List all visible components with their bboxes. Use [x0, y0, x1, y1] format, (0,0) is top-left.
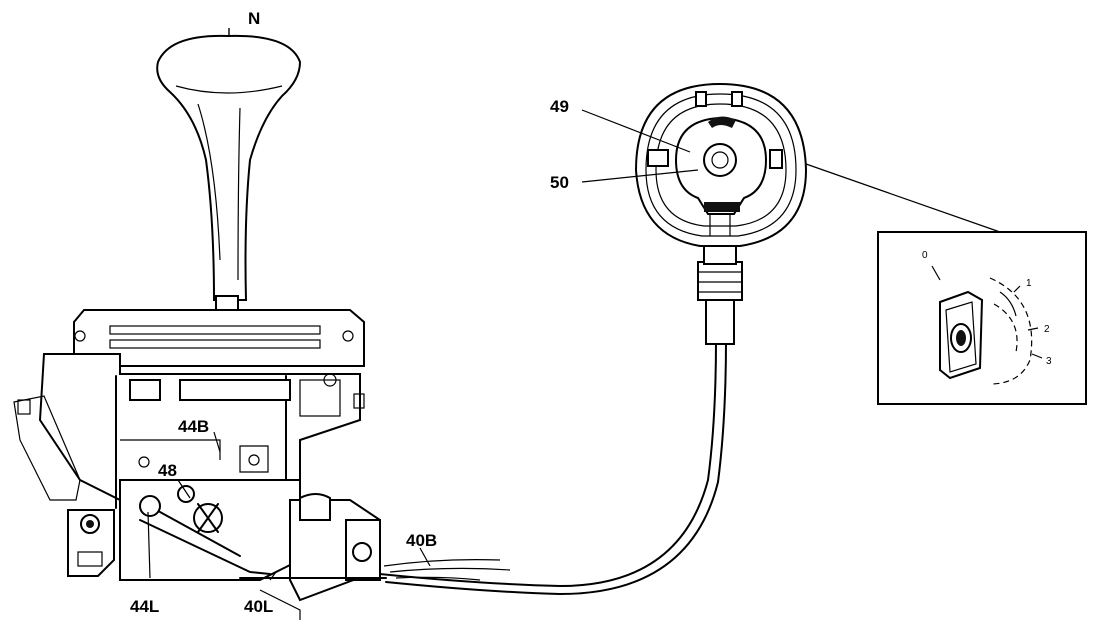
label-44l: 44L	[130, 597, 159, 616]
label-n: N	[248, 9, 260, 28]
position-switch	[634, 82, 808, 247]
leader-44l	[147, 511, 151, 579]
housing-top-plate	[73, 309, 365, 367]
label-40l: 40L	[244, 597, 273, 616]
label-44b: 44B	[178, 417, 209, 436]
shift-lever	[156, 28, 302, 357]
leader-50	[581, 169, 699, 183]
cable-outer	[379, 339, 717, 587]
inset-position-1: 1	[1026, 278, 1032, 289]
inset-position-2: 2	[1044, 324, 1050, 335]
leader-40l	[269, 571, 277, 581]
label-48: 48	[158, 461, 177, 480]
cable-fitting	[697, 235, 743, 345]
label-40b: 40B	[406, 531, 437, 550]
leader-inset	[805, 163, 1001, 233]
leader-48	[177, 479, 191, 499]
label-49: 49	[550, 97, 569, 116]
leader-49	[581, 109, 691, 153]
label-50: 50	[550, 173, 569, 192]
leader-44b	[213, 431, 221, 453]
selector-cable	[379, 339, 727, 595]
leader-40b	[419, 547, 431, 567]
lever-knob	[156, 34, 302, 301]
inset-position-0: 0	[922, 250, 928, 261]
selector-housing	[13, 309, 387, 620]
inset-detail: 0 1 2 3	[877, 231, 1087, 405]
inset-position-3: 3	[1046, 356, 1052, 367]
